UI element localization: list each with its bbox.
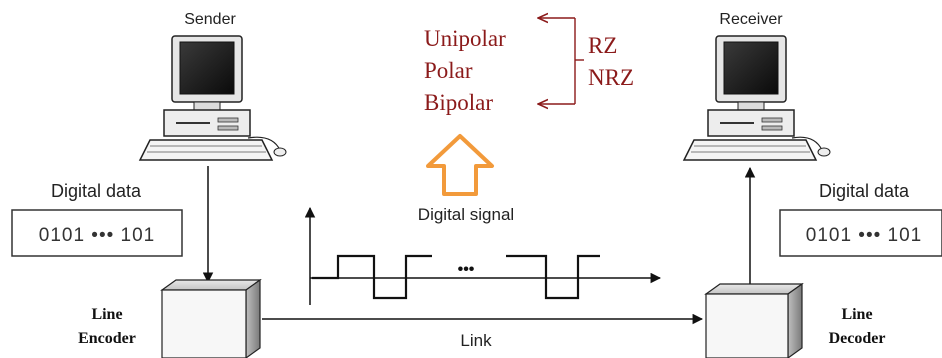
right-digital-data-value: 0101 ••• 101 <box>806 225 922 246</box>
right-digital-data-label: Digital data <box>819 181 910 201</box>
sender-label: Sender <box>184 11 236 28</box>
left-digital-data-box <box>11 209 183 257</box>
scheme-polar: Polar <box>424 58 473 83</box>
encoder-label-line2: Encoder <box>78 330 136 347</box>
sender-computer-icon <box>138 35 287 161</box>
scheme-unipolar: Unipolar <box>424 26 506 51</box>
line-decoder-box <box>704 282 804 358</box>
variant-nrz: NRZ <box>588 65 634 90</box>
signal-waveform-right <box>506 254 600 300</box>
right-digital-data-box <box>779 209 942 257</box>
line-encoder-box <box>160 278 262 358</box>
left-digital-data-value: 0101 ••• 101 <box>39 225 155 246</box>
rz-nrz-bracket <box>538 18 584 104</box>
encoder-label-line1: Line <box>91 306 122 323</box>
decoder-label-line2: Decoder <box>829 330 886 347</box>
signal-waveform-left <box>312 254 432 300</box>
decoder-label-line1: Line <box>841 306 872 323</box>
left-digital-data-label: Digital data <box>51 181 142 201</box>
receiver-label: Receiver <box>719 11 783 28</box>
scheme-bipolar: Bipolar <box>424 90 493 115</box>
orange-up-arrow-icon <box>426 134 494 196</box>
digital-signal-label: Digital signal <box>418 205 514 224</box>
link-label: Link <box>460 331 492 350</box>
variant-rz: RZ <box>588 33 617 58</box>
receiver-computer-icon <box>682 35 831 161</box>
signal-ellipsis: ••• <box>458 261 475 278</box>
